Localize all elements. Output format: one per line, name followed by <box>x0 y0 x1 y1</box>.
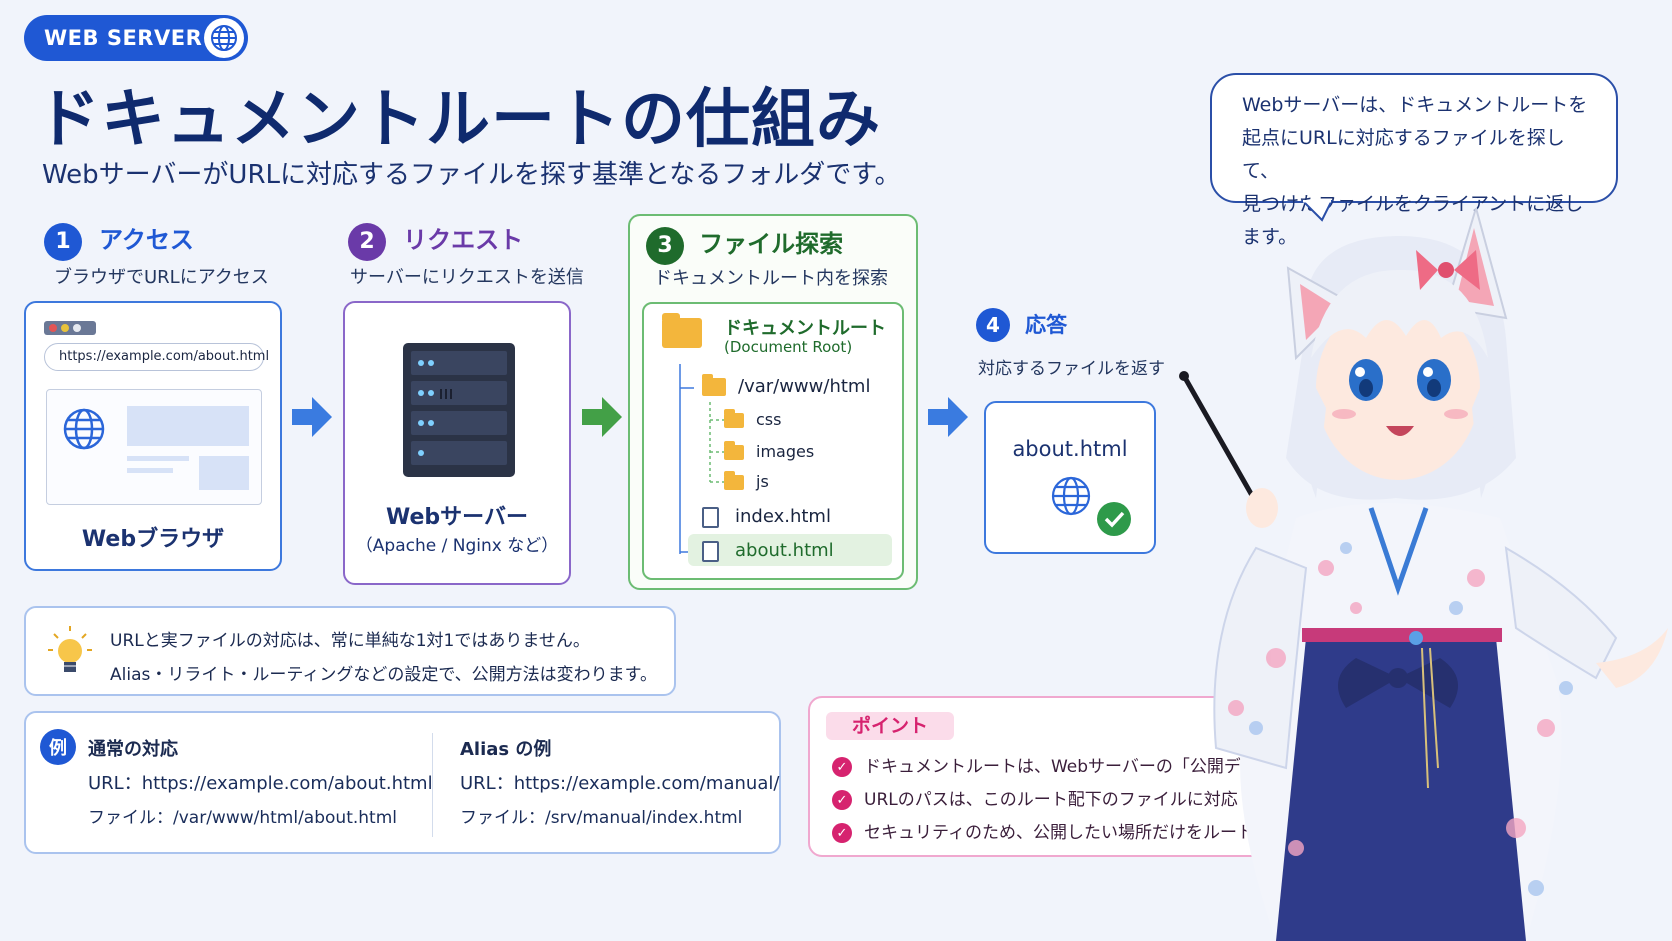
step-title: アクセス <box>99 226 194 254</box>
tip-box: URLと実ファイルの対応は、常に単純な1対1ではありません。 Alias・リライ… <box>24 606 676 696</box>
step-title: ファイル探索 <box>699 230 844 258</box>
arrow-right-icon <box>292 397 332 437</box>
point-item: ✓ドキュメントルートは、Webサーバーの「公開ディレクトリ」 <box>832 752 1342 777</box>
file-name: index.html <box>735 506 831 527</box>
step-number: 1 <box>44 222 82 261</box>
file-icon <box>702 540 719 562</box>
example-box: 例 通常の対応 URL：https://example.com/about.ht… <box>24 711 781 854</box>
example-normal-file: ファイル：/var/www/html/about.html <box>88 808 397 828</box>
folder-icon <box>702 374 726 396</box>
step-1-header: 1 アクセス <box>44 220 194 261</box>
check-icon: ✓ <box>832 757 852 777</box>
browser-label: Webブラウザ <box>81 527 225 552</box>
page-title: ドキュメントルートの仕組み <box>36 83 881 157</box>
bubble-line: 起点にURLに対応するファイルを探して、 <box>1242 127 1565 182</box>
content-line <box>127 468 173 473</box>
web-server-badge: WEB SERVER <box>24 15 248 61</box>
mascot-character <box>1179 208 1668 941</box>
globe-icon <box>1051 476 1091 516</box>
tree-file-about[interactable]: about.html <box>702 540 834 562</box>
globe-icon <box>204 18 244 58</box>
browser-card: https://example.com/about.html Webブラウザ <box>24 301 282 571</box>
check-icon <box>1097 502 1131 536</box>
folder-icon <box>724 441 744 460</box>
file-icon <box>702 506 719 528</box>
step-desc: ブラウザでURLにアクセス <box>54 267 269 288</box>
response-card: about.html <box>984 401 1156 554</box>
step-4-header: 4 応答 <box>976 308 1067 342</box>
example-normal-url: URL：https://example.com/about.html <box>88 773 433 794</box>
step-3-header: 3 ファイル探索 <box>646 224 843 265</box>
step-number: 3 <box>646 226 684 265</box>
docroot-label: ドキュメントルート <box>724 318 886 339</box>
example-alias-title: Alias の例 <box>460 739 552 760</box>
point-item: ✓セキュリティのため、公開したい場所だけをルートに設定する <box>832 818 1339 843</box>
arrow-right-icon <box>928 397 968 437</box>
docroot-sub: (Document Root) <box>724 338 853 356</box>
highlight-row <box>688 534 892 566</box>
arrow-right-icon <box>582 397 622 437</box>
server-sub: （Apache / Nginx など） <box>355 536 559 556</box>
folder-icon <box>662 318 702 348</box>
folder-name: js <box>756 472 769 491</box>
step-desc: サーバーにリクエストを送信 <box>350 267 584 288</box>
step-title: 応答 <box>1025 313 1068 337</box>
lightbulb-icon <box>48 626 92 672</box>
file-search-panel: 3 ファイル探索 ドキュメントルート内を探索 ドキュメントルート (Docume… <box>628 214 918 590</box>
content-block <box>127 406 249 446</box>
badge-label: WEB SERVER <box>44 26 203 50</box>
window-controls <box>44 321 96 335</box>
tree-folder-js[interactable]: js <box>724 471 769 491</box>
point-item: ✓URLのパスは、このルート配下のファイルに対応 <box>832 785 1238 810</box>
content-line <box>127 456 189 461</box>
server-label: Webサーバー <box>386 505 528 530</box>
tip-line: Alias・リライト・ルーティングなどの設定で、公開方法は変わります。 <box>110 665 657 685</box>
tip-line: URLと実ファイルの対応は、常に単純な1対1ではありません。 <box>110 631 590 651</box>
folder-icon <box>724 471 744 490</box>
step-number: 4 <box>976 308 1010 342</box>
file-name: about.html <box>735 540 834 561</box>
step-2-header: 2 リクエスト <box>348 220 523 261</box>
step-title: リクエスト <box>403 226 524 254</box>
folder-name: /var/www/html <box>738 376 871 397</box>
globe-icon <box>63 408 105 450</box>
tree-lines <box>679 364 726 554</box>
page-subtitle: WebサーバーがURLに対応するファイルを探す基準となるフォルダです。 <box>42 160 901 190</box>
bubble-tail <box>1300 200 1334 222</box>
url-bar[interactable]: https://example.com/about.html <box>44 343 269 371</box>
divider <box>432 733 433 837</box>
server-card: Webサーバー （Apache / Nginx など） <box>343 301 571 585</box>
example-normal-title: 通常の対応 <box>88 739 178 760</box>
docroot-tree: ドキュメントルート (Document Root) /var/www/html … <box>642 302 904 580</box>
example-alias-file: ファイル：/srv/manual/index.html <box>460 808 743 828</box>
tree-folder-css[interactable]: css <box>724 409 782 429</box>
browser-viewport <box>46 389 262 505</box>
content-block <box>199 456 249 490</box>
step-desc: 対応するファイルを返す <box>978 359 1165 379</box>
speech-bubble: Webサーバーは、ドキュメントルートを 起点にURLに対応するファイルを探して、… <box>1210 73 1618 248</box>
folder-name: css <box>756 410 782 429</box>
bubble-line: Webサーバーは、ドキュメントルートを <box>1242 94 1588 116</box>
tree-file-index[interactable]: index.html <box>702 506 831 528</box>
example-badge: 例 <box>40 729 76 765</box>
check-icon: ✓ <box>832 823 852 843</box>
check-icon: ✓ <box>832 790 852 810</box>
response-file: about.html <box>1012 437 1128 461</box>
server-rack-icon <box>403 343 515 477</box>
folder-name: images <box>756 442 815 461</box>
folder-icon <box>724 409 744 428</box>
tree-root-folder[interactable]: /var/www/html <box>702 374 871 397</box>
example-alias-url: URL：https://example.com/manual/ <box>460 773 780 794</box>
step-number: 2 <box>348 222 386 261</box>
tree-folder-images[interactable]: images <box>724 441 815 461</box>
step-desc: ドキュメントルート内を探索 <box>654 268 888 289</box>
point-title: ポイント <box>826 712 954 740</box>
